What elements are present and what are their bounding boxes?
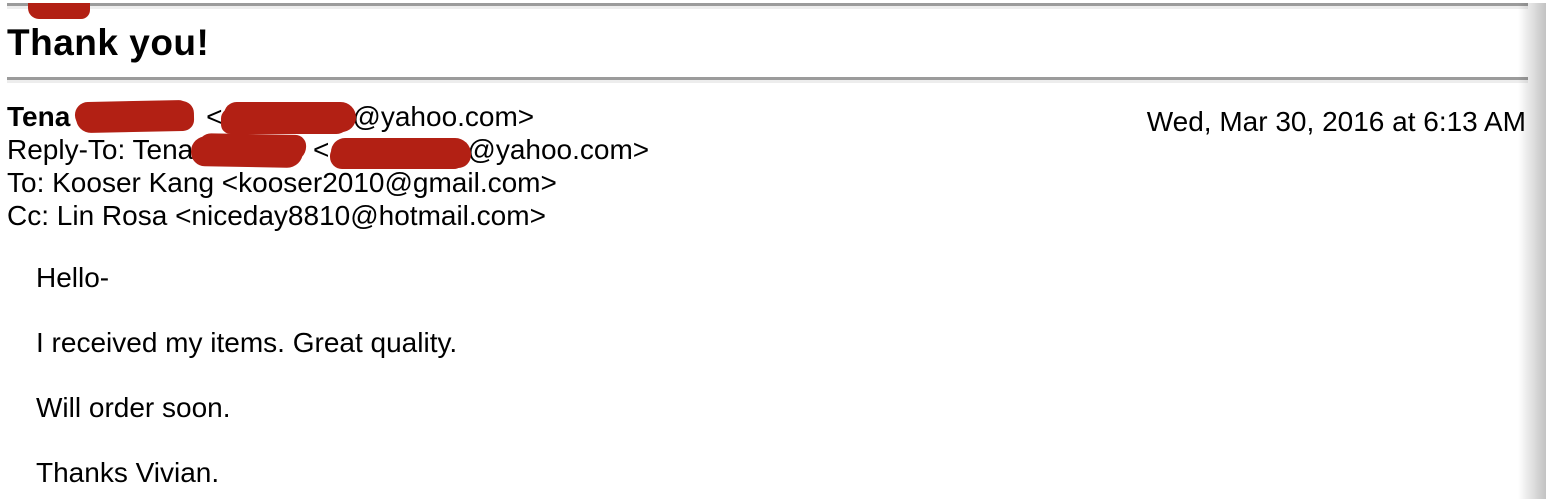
body-paragraph: Will order soon.: [36, 392, 231, 423]
reply-to-line: Reply-To: Tena < @yahoo.com>: [7, 133, 1546, 168]
from-domain: @yahoo.com>: [352, 101, 535, 132]
email-subject: Thank you!: [7, 22, 210, 63]
cc-line: Cc: Lin Rosa <niceday8810@hotmail.com>: [7, 200, 546, 231]
redaction-replyto-lastname: [191, 135, 304, 168]
reply-to-angle-bracket: <: [313, 134, 330, 165]
reply-to-domain: @yahoo.com>: [467, 134, 650, 165]
reply-to-label: Reply-To: Tena: [7, 134, 194, 165]
top-divider: [7, 3, 1528, 9]
email-headers: Tena < @yahoo.com> Reply-To: Tena < @yahoo…: [7, 100, 1546, 232]
from-angle-bracket: <: [206, 101, 223, 132]
from-line: Tena < @yahoo.com>: [7, 100, 1546, 133]
body-paragraph: Hello-: [36, 262, 110, 293]
email-print-page: Thank you! Wed, Mar 30, 2016 at 6:13 AM …: [0, 3, 1546, 499]
from-name: Tena: [7, 101, 71, 132]
email-body: Hello- I received my items. Great qualit…: [36, 262, 1546, 488]
redaction-from-lastname: [75, 100, 195, 133]
email-date: Wed, Mar 30, 2016 at 6:13 AM: [1146, 106, 1526, 137]
body-paragraph: Thanks Vivian.: [36, 457, 220, 488]
subject-divider: [7, 77, 1528, 83]
body-paragraph: I received my items. Great quality.: [36, 327, 458, 358]
redaction-replyto-address: [331, 137, 472, 168]
redaction-mark-top-left: [28, 3, 90, 19]
to-line: To: Kooser Kang <kooser2010@gmail.com>: [7, 167, 557, 198]
redaction-from-address: [224, 101, 357, 132]
